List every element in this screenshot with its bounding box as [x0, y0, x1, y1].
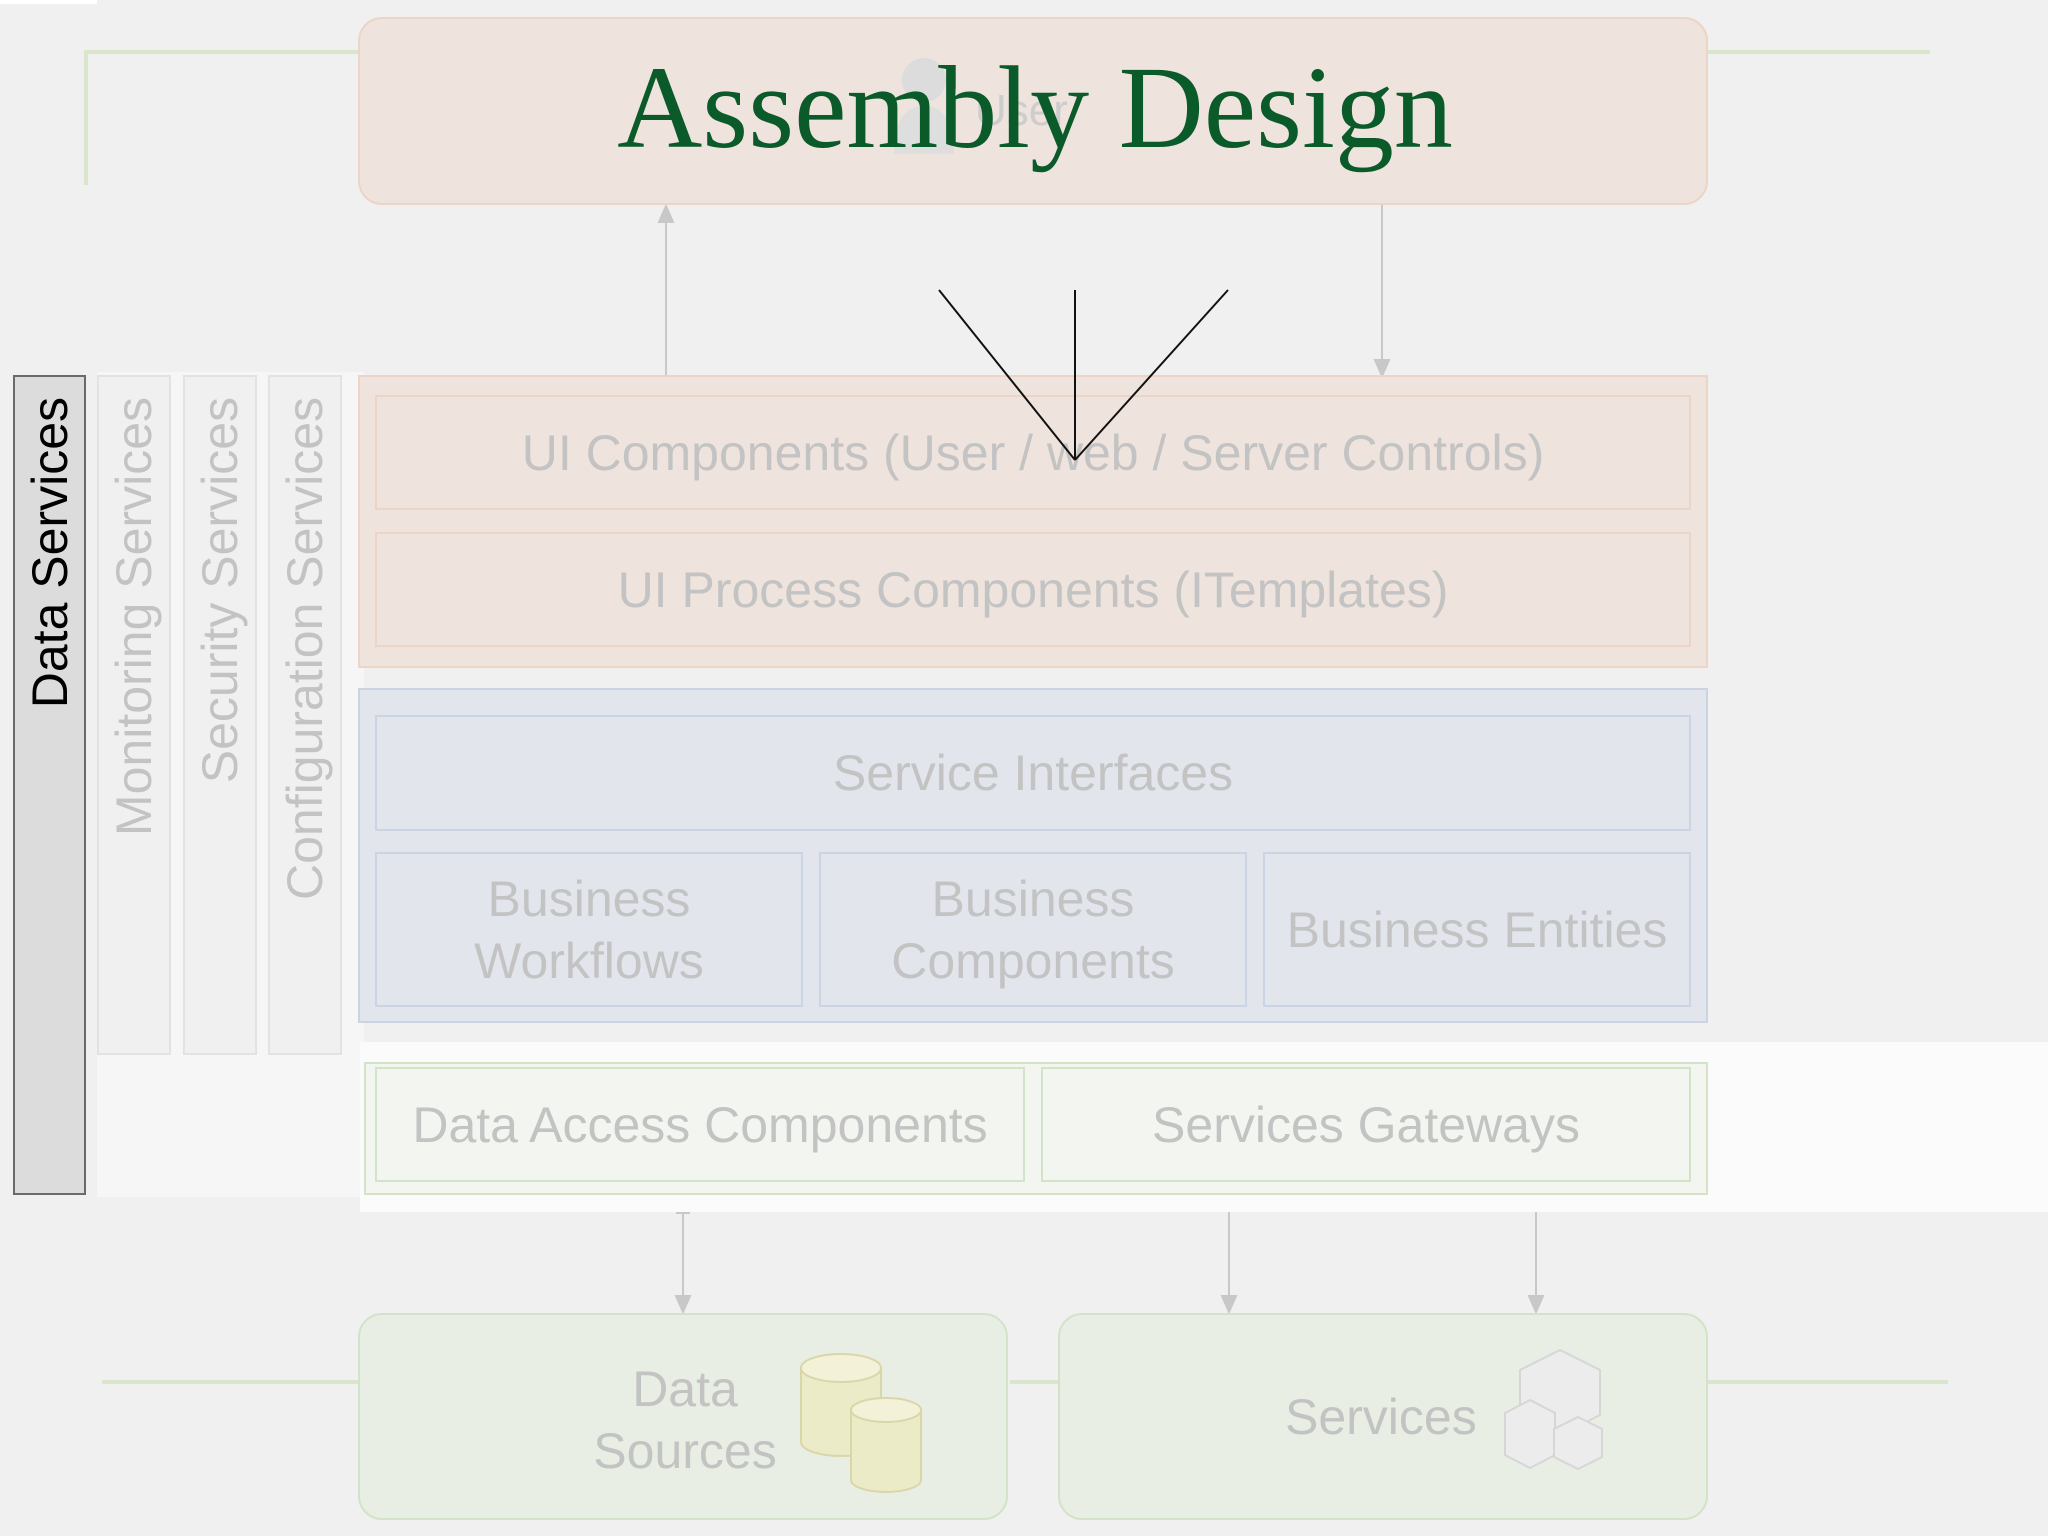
data-access-components-box: Data Access Components	[375, 1067, 1025, 1182]
data-sources-label: Data Sources	[593, 1361, 777, 1479]
presentation-layer	[358, 375, 1708, 668]
user-box	[358, 17, 1708, 205]
business-components-box: Business Components	[819, 852, 1247, 1007]
ui-components-box: UI Components (User / web / Server Contr…	[375, 395, 1691, 510]
page-title: Assembly Design	[617, 41, 1453, 173]
business-workflows-box: Business Workflows	[375, 852, 803, 1007]
monitoring-services-bar: Monitoring Services	[97, 375, 171, 1055]
configuration-services-bar: Configuration Services	[268, 375, 342, 1055]
user-label: User	[975, 86, 1068, 135]
services-box	[1058, 1313, 1708, 1520]
security-services-bar: Security Services	[183, 375, 257, 1055]
data-services-bar: Data Services	[13, 375, 86, 1195]
business-entities-box: Business Entities	[1263, 852, 1691, 1007]
ui-process-components-box: UI Process Components (ITemplates)	[375, 532, 1691, 647]
service-interfaces-box: Service Interfaces	[375, 715, 1691, 831]
user-icon	[888, 54, 960, 158]
top-left-white-strip	[0, 0, 97, 4]
cubes-icon	[1500, 1345, 1620, 1480]
database-icon	[795, 1350, 945, 1500]
services-label: Services	[1285, 1389, 1477, 1445]
business-layer	[358, 688, 1708, 1023]
services-gateways-box: Services Gateways	[1041, 1067, 1691, 1182]
data-layer	[364, 1062, 1708, 1195]
